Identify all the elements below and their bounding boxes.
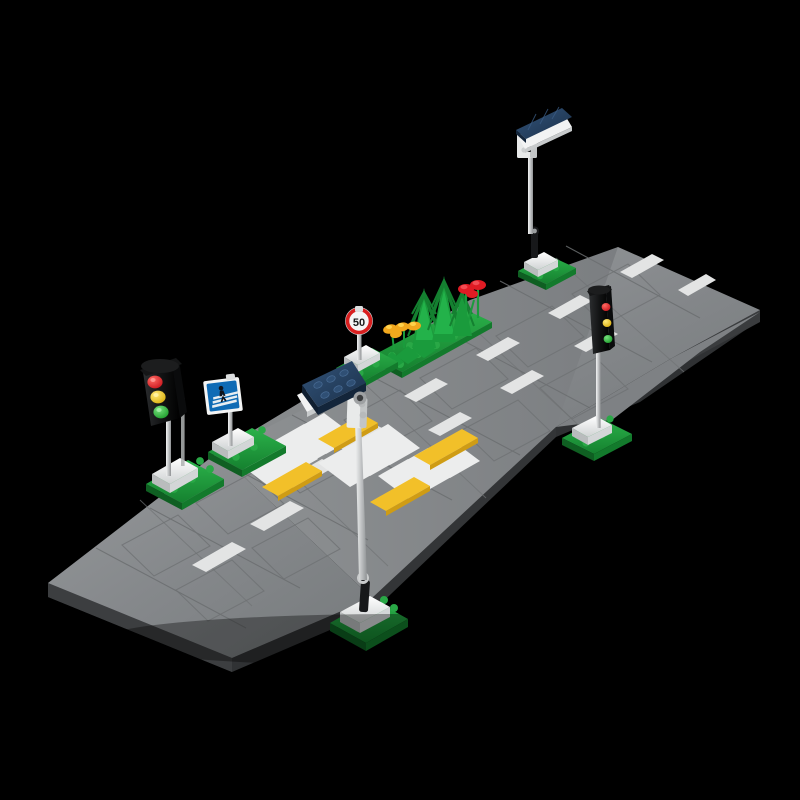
traffic-light-right[interactable] xyxy=(562,285,632,461)
road-plate-right-step xyxy=(556,312,760,427)
speed-sign-pole xyxy=(357,312,362,360)
ped-sign-face xyxy=(203,377,243,415)
traffic-light-right-pole xyxy=(596,348,601,428)
street-lamp-near-pole xyxy=(355,418,367,580)
lamp-yellow xyxy=(150,390,166,404)
lamp-green xyxy=(153,405,169,419)
speed-sign-base-brick xyxy=(344,345,380,365)
ground-shadow xyxy=(100,614,700,666)
street-lamp-far-head xyxy=(516,106,572,153)
street-lamp-far-pole xyxy=(528,150,533,234)
street-lamp-far-base xyxy=(524,252,558,270)
lamp-red xyxy=(601,303,611,311)
lamp-red xyxy=(147,375,163,389)
street-lamp-far-solar-panel xyxy=(516,108,572,139)
street-lamp-far[interactable] xyxy=(516,106,576,290)
lamp-green xyxy=(603,335,613,343)
ped-sign-base-brick xyxy=(212,428,254,451)
road-plate-middle-band xyxy=(218,247,618,598)
traffic-light-right-lamps xyxy=(601,303,613,343)
traffic-light-left-base xyxy=(152,458,198,484)
yellow-flowers xyxy=(383,321,421,351)
speed-sign-face: 50 xyxy=(345,307,373,335)
street-lamp-near-head xyxy=(297,361,367,417)
traffic-light-right-base xyxy=(572,416,612,437)
crosswalk-yellow-bricks xyxy=(262,414,478,511)
street-lamp-near[interactable] xyxy=(297,361,408,651)
traffic-light-left[interactable] xyxy=(140,358,224,510)
lamp-yellow xyxy=(602,319,612,327)
red-flowers xyxy=(458,280,486,323)
speed-sign-value: 50 xyxy=(353,317,365,329)
traffic-light-left-pole xyxy=(166,398,171,476)
ped-sign-green-plate xyxy=(208,428,286,470)
crosswalk-yellow-brick-sides xyxy=(278,423,478,516)
traffic-light-left-lamps xyxy=(147,375,169,419)
ped-sign-pole xyxy=(228,398,233,446)
street-lamp-near-solar-panel xyxy=(302,361,366,407)
pedestrian-crossing-sign[interactable] xyxy=(203,373,286,477)
